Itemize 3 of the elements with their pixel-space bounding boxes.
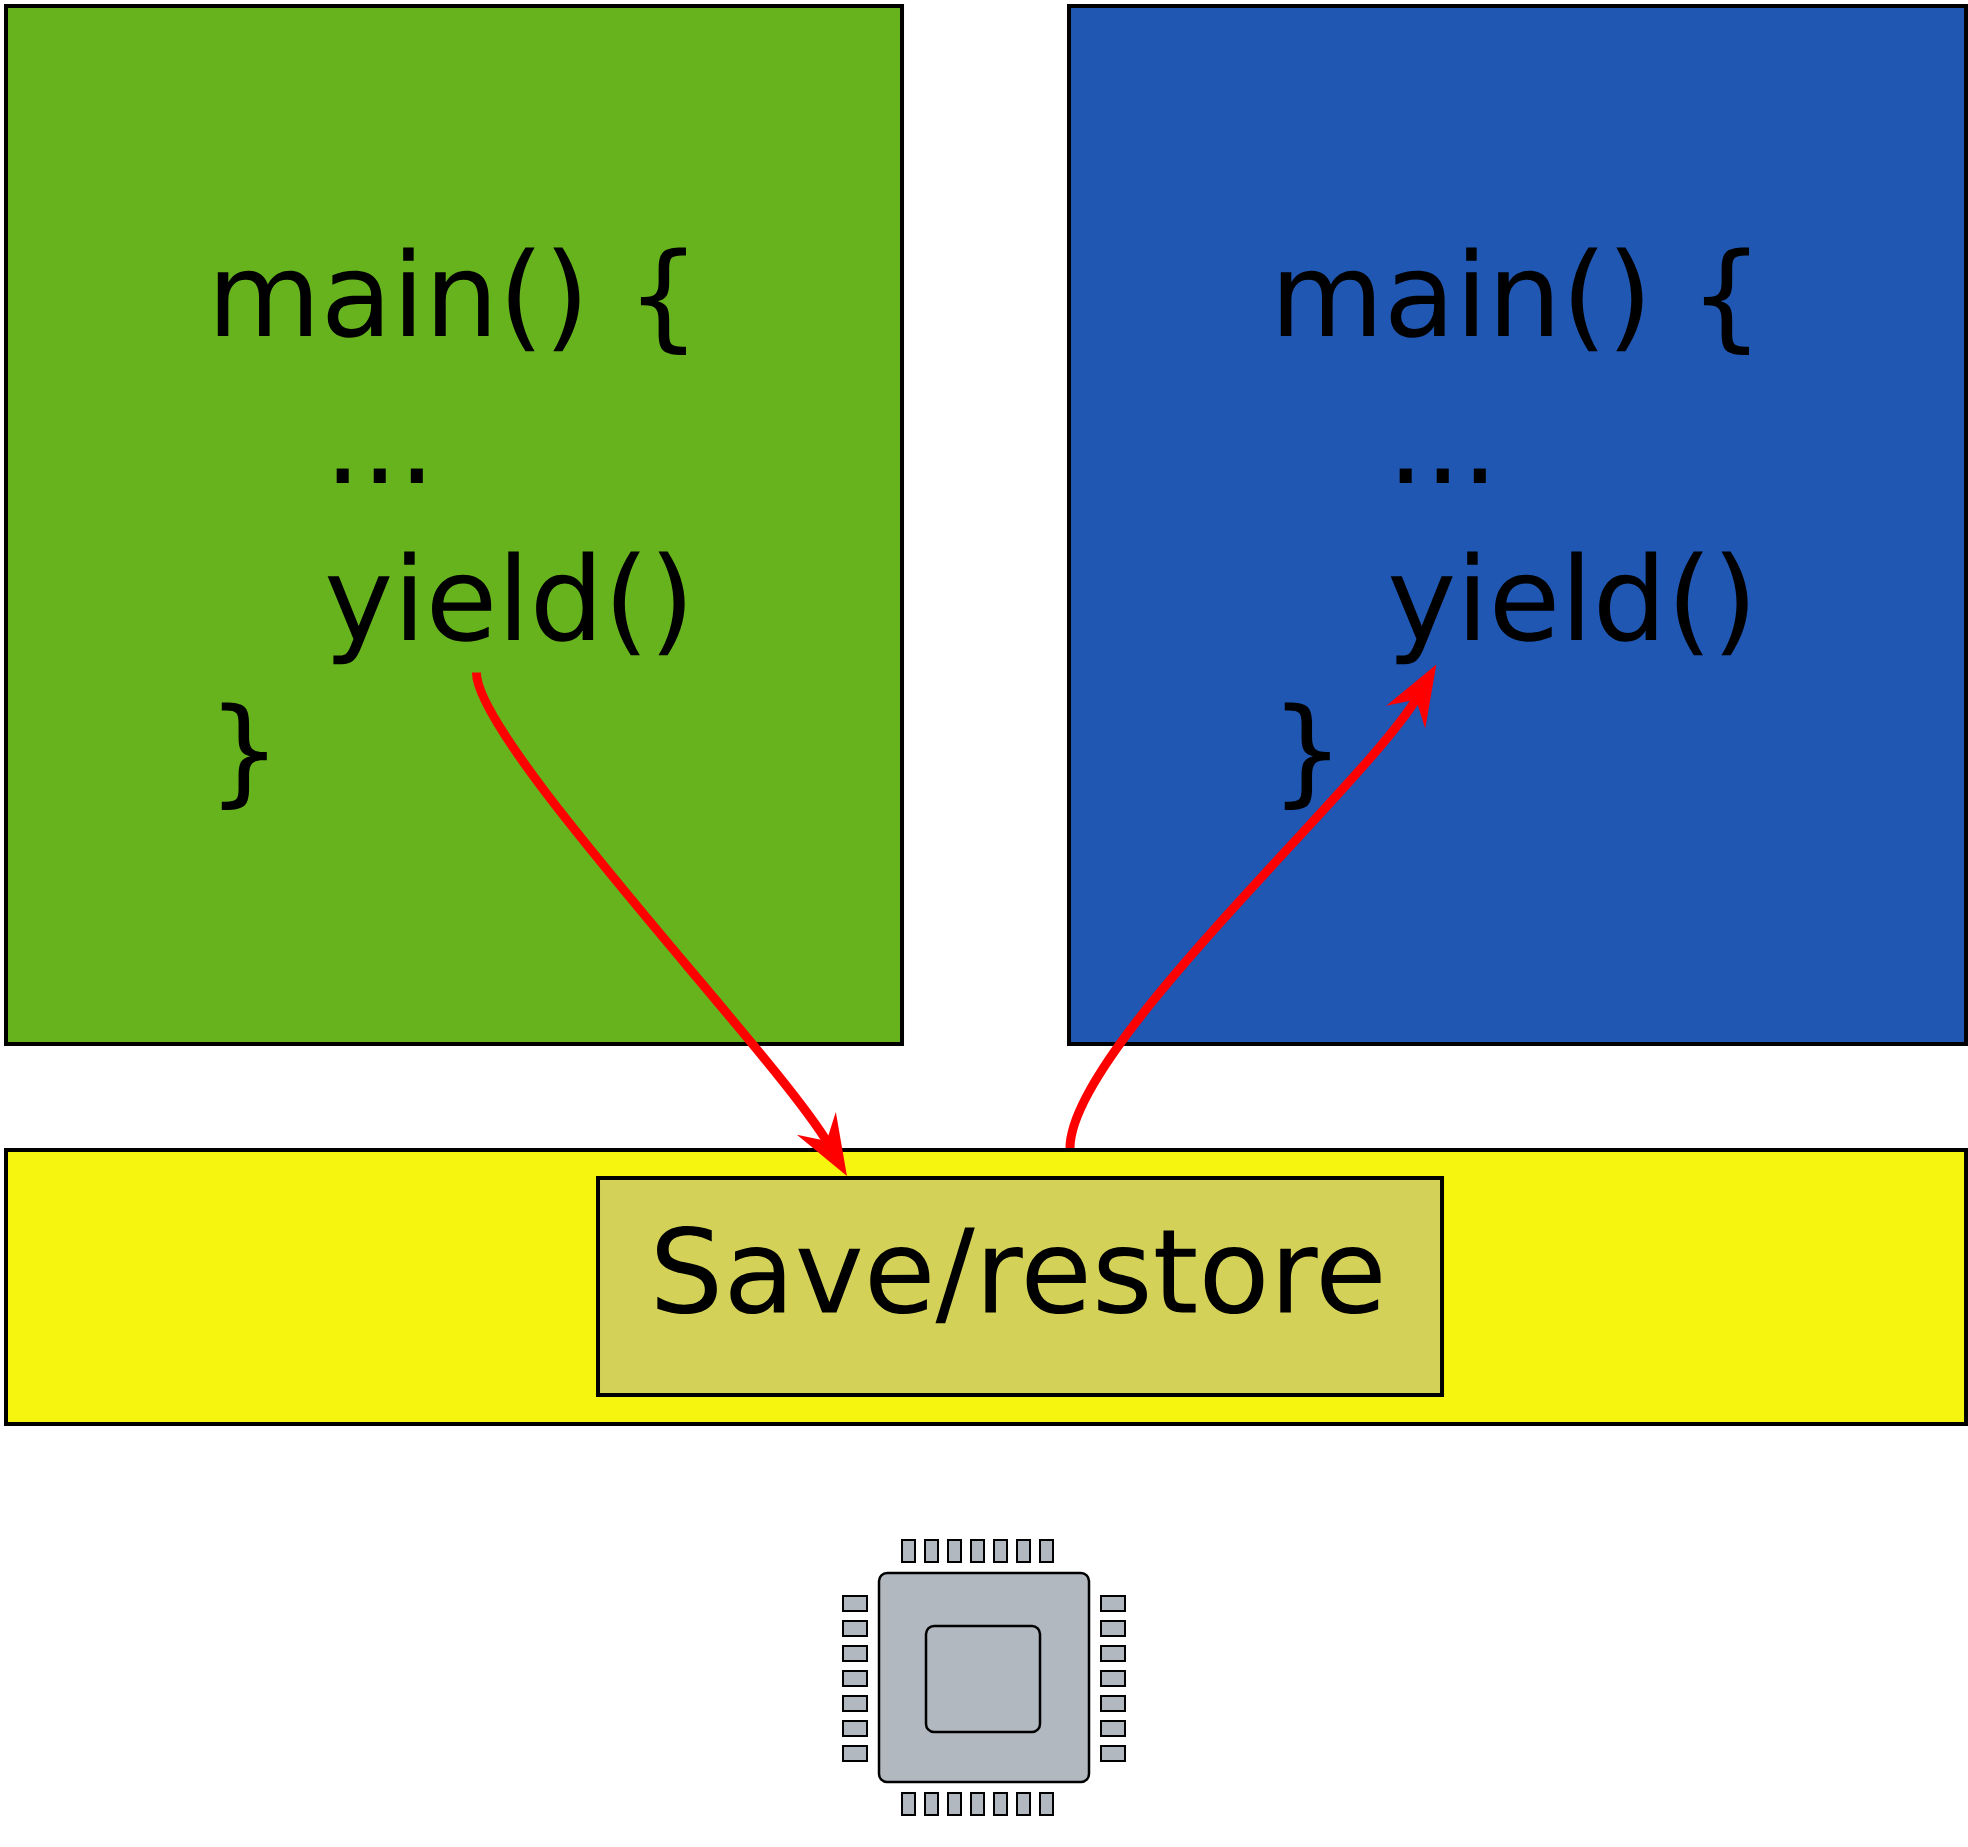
code-line: yield() <box>1390 551 1748 665</box>
process-box: Save/restore <box>596 1176 1444 1397</box>
code-line: yield() <box>327 551 685 665</box>
